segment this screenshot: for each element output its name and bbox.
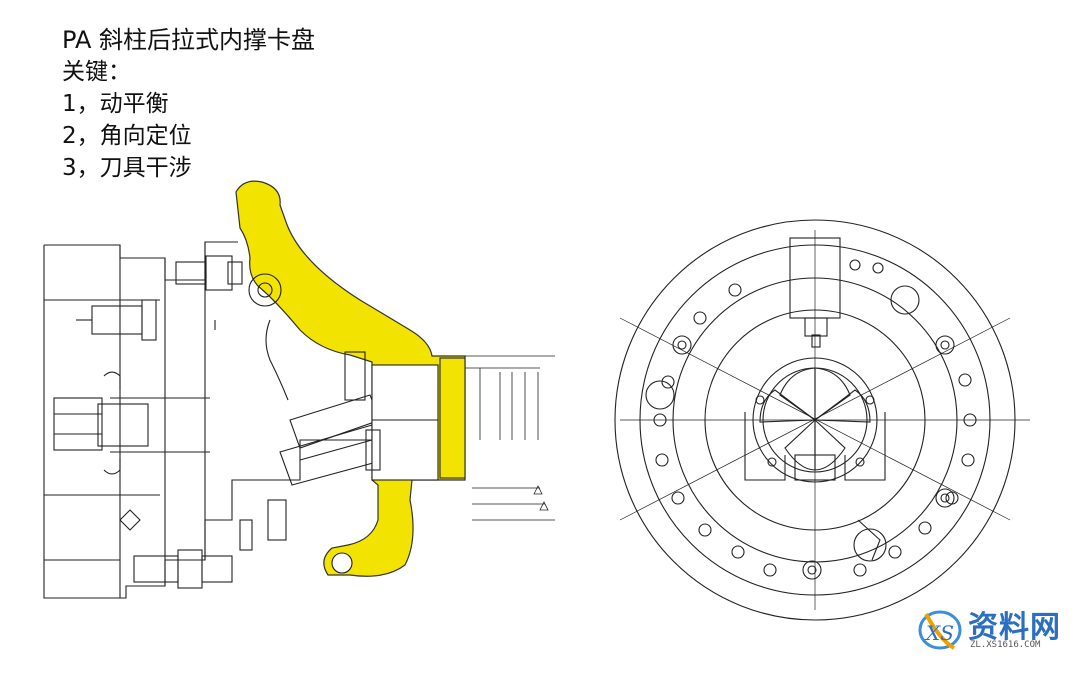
slide-text: PA 斜柱后拉式内撑卡盘 关键： 1，动平衡 2，角向定位 3，刀具干涉 <box>62 24 315 184</box>
chuck-section-view <box>43 180 555 599</box>
pivot-pin <box>248 273 282 307</box>
slide-title: PA 斜柱后拉式内撑卡盘 <box>62 26 315 54</box>
watermark-text: 资料网 <box>968 610 1061 645</box>
key-points-heading: 关键： <box>62 59 131 85</box>
key-point-3: 3，刀具干涉 <box>62 155 192 181</box>
bolt-holes <box>645 259 977 580</box>
xs-logo-icon: XS <box>918 610 962 650</box>
watermark: XS 资料网 ZL.XS1616.COM <box>916 596 1066 666</box>
svg-text:XS: XS <box>924 621 954 645</box>
watermark-url: ZL.XS1616.COM <box>970 640 1041 650</box>
chuck-front-view <box>614 219 1030 621</box>
key-point-2: 2，角向定位 <box>62 123 192 149</box>
key-point-1: 1，动平衡 <box>62 91 169 117</box>
